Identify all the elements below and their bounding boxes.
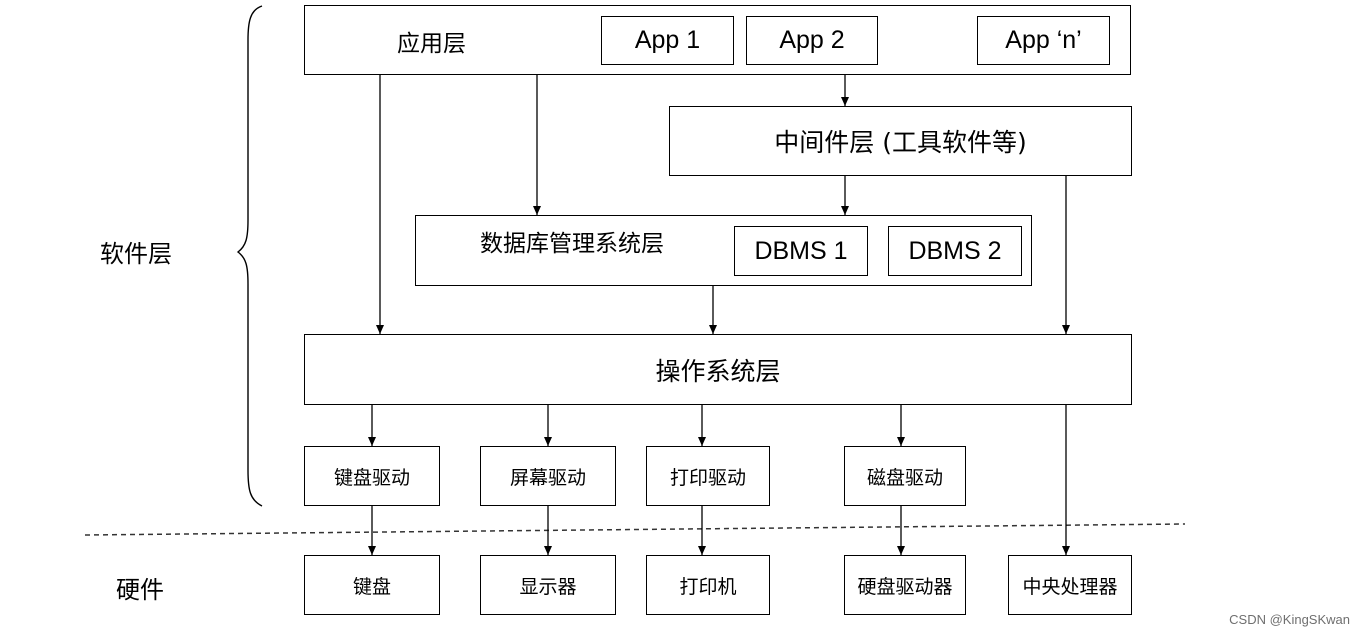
hardware-divider: [84, 523, 1186, 536]
csdn-watermark: CSDN @KingSKwan: [1229, 612, 1350, 627]
app-n-box: App ‘n’: [977, 16, 1110, 65]
display-box: 显示器: [480, 555, 616, 615]
printer-box: 打印机: [646, 555, 770, 615]
app-1-box: App 1: [601, 16, 734, 65]
software-layer-brace: [236, 5, 263, 507]
screen-driver-box: 屏幕驱动: [480, 446, 616, 506]
keyboard-driver-box: 键盘驱动: [304, 446, 440, 506]
middleware-layer-box: 中间件层 (工具软件等): [669, 106, 1132, 176]
disk-driver-box: 磁盘驱动: [844, 446, 966, 506]
software-layer-label: 软件层: [100, 240, 172, 268]
dbms-layer-label: 数据库管理系统层: [480, 231, 664, 257]
cpu-box: 中央处理器: [1008, 555, 1132, 615]
app-2-box: App 2: [746, 16, 878, 65]
hard-disk-drive-box: 硬盘驱动器: [844, 555, 966, 615]
printer-driver-box: 打印驱动: [646, 446, 770, 506]
dbms-1-box: DBMS 1: [734, 226, 868, 276]
hardware-layer-label: 硬件: [116, 576, 164, 604]
dbms-2-box: DBMS 2: [888, 226, 1022, 276]
keyboard-box: 键盘: [304, 555, 440, 615]
os-layer-box: 操作系统层: [304, 334, 1132, 405]
application-layer-label: 应用层: [397, 31, 466, 57]
